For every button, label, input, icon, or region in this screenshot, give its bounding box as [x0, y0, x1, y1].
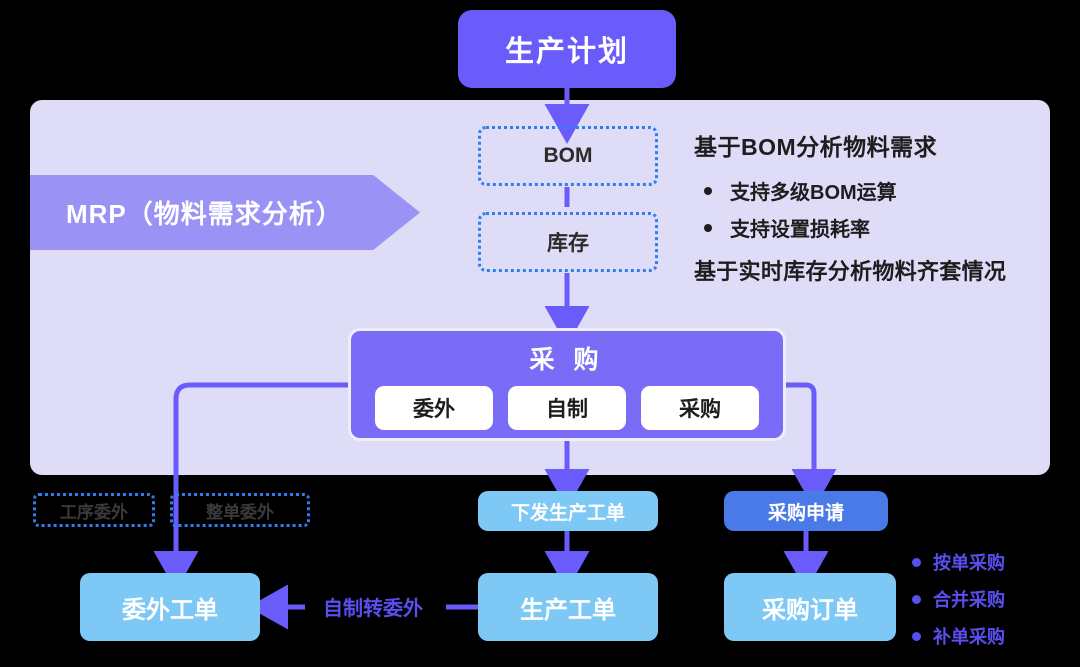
purchase-modes-list: 按单采购 合并采购 补单采购: [912, 538, 1077, 660]
production-order-label: 生产工单: [520, 596, 616, 624]
list-item: 支持多级BOM运算: [704, 176, 1044, 205]
notes-footer: 基于实时库存分析物料齐套情况: [694, 259, 1007, 284]
notes-block: 基于BOM分析物料需求 支持多级BOM运算 支持设置损耗率 基于实时库存分析物料…: [694, 128, 1044, 286]
purchase-order-node[interactable]: 采购订单: [724, 573, 896, 641]
list-item: 支持设置损耗率: [704, 213, 1044, 242]
issue-production-order-node[interactable]: 下发生产工单: [478, 491, 658, 531]
outsource-order-label: 委外工单: [122, 596, 218, 624]
purchase-request-node[interactable]: 采购申请: [724, 491, 888, 531]
production-plan-node[interactable]: 生产计划: [458, 10, 676, 88]
production-plan-label: 生产计划: [504, 36, 629, 68]
bullet-dot-icon: [912, 594, 921, 604]
mrp-banner-label: MRP（物料需求分析）: [66, 199, 343, 229]
purchase-option-selfmade[interactable]: 自制: [508, 386, 626, 430]
tag-process-outsourcing[interactable]: 工序委外: [33, 493, 155, 527]
notes-heading: 基于BOM分析物料需求: [694, 134, 938, 160]
purchase-mode-label: 合并采购: [933, 590, 1005, 610]
list-item: 补单采购: [912, 623, 1077, 649]
bullet-dot-icon: [704, 186, 712, 195]
list-item: 按单采购: [912, 549, 1077, 575]
purchase-mode-label: 补单采购: [933, 627, 1005, 647]
outsource-order-node[interactable]: 委外工单: [80, 573, 260, 641]
tag-whole-order-outsourcing[interactable]: 整单委外: [170, 493, 310, 527]
purchase-option-row: 委外 自制 采购: [351, 386, 783, 430]
tag-label: 工序委外: [60, 502, 128, 522]
bom-label: BOM: [543, 144, 593, 167]
bullet-dot-icon: [912, 631, 921, 641]
inventory-label: 库存: [547, 232, 589, 255]
notes-bullet-label: 支持设置损耗率: [730, 219, 870, 241]
purchase-mode-label: 按单采购: [933, 553, 1005, 573]
inventory-node[interactable]: 库存: [478, 212, 658, 272]
tag-label: 整单委外: [206, 502, 274, 522]
mrp-banner: MRP（物料需求分析）: [30, 175, 420, 250]
purchase-option-outsource[interactable]: 委外: [375, 386, 493, 430]
list-item: 合并采购: [912, 586, 1077, 612]
edge-label-selfmade-to-outsource: 自制转委外: [323, 598, 423, 620]
notes-bullet-label: 支持多级BOM运算: [730, 182, 897, 204]
notes-bullet-list: 支持多级BOM运算 支持设置损耗率: [694, 176, 1044, 242]
issue-production-order-label: 下发生产工单: [510, 502, 625, 524]
purchase-order-label: 采购订单: [762, 596, 858, 624]
purchase-card-title: 采 购: [529, 346, 605, 374]
purchase-card: 采 购 委外 自制 采购: [348, 328, 786, 441]
purchase-option-buy[interactable]: 采购: [641, 386, 759, 430]
purchase-request-label: 采购申请: [767, 502, 844, 524]
production-order-node[interactable]: 生产工单: [478, 573, 658, 641]
bullet-dot-icon: [912, 557, 921, 567]
bullet-dot-icon: [704, 223, 712, 232]
bom-node[interactable]: BOM: [478, 126, 658, 186]
